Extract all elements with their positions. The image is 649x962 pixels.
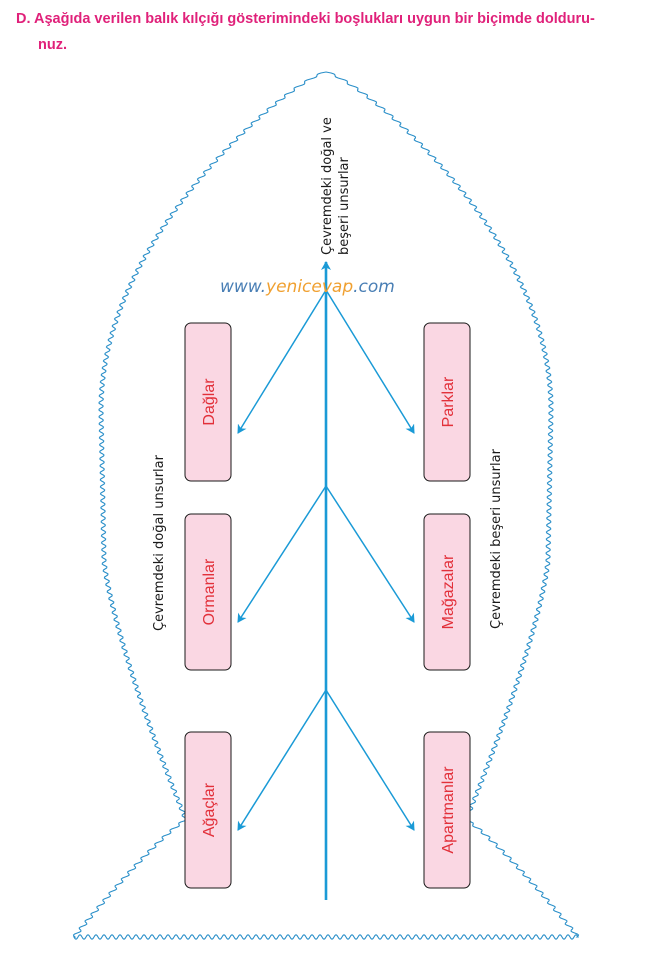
question-line2: nuz. (38, 37, 67, 53)
top-label: Çevremdeki doğal ve beşeri unsurlar (320, 113, 352, 255)
watermark: www.yenicevap.com (220, 277, 395, 297)
right-box-2: Mağazalar (423, 513, 471, 671)
left-box-1: Dağlar (184, 322, 232, 482)
watermark-highlight: yenicevap (265, 277, 353, 297)
watermark-pre: www. (220, 277, 266, 297)
branch-right-3 (325, 689, 415, 831)
branch-left-3 (237, 689, 327, 831)
question-text: D. Aşağıda verilen balık kılçığı gösteri… (16, 6, 636, 58)
branch-right-2 (325, 485, 415, 623)
right-box-1-text: Parklar (440, 376, 457, 427)
right-box-2-text: Mağazalar (440, 554, 457, 629)
left-box-3: Ağaçlar (184, 731, 232, 889)
question-prefix: D. (16, 11, 31, 27)
fish-outline (72, 71, 580, 940)
right-side-label: Çevremdeki beşeri unsurlar (489, 448, 504, 629)
left-box-2: Ormanlar (184, 513, 232, 671)
watermark-post: .com (353, 277, 395, 297)
top-label-line2: beşeri unsurlar (337, 156, 352, 255)
right-box-1: Parklar (423, 322, 471, 482)
left-side-label: Çevremdeki doğal unsurlar (152, 454, 167, 631)
branch-left-2 (237, 485, 327, 623)
left-box-2-text: Ormanlar (201, 558, 218, 625)
question-line1: Aşağıda verilen balık kılçığı gösterimin… (34, 11, 595, 27)
left-box-1-text: Dağlar (201, 378, 218, 426)
top-label-line1: Çevremdeki doğal ve (320, 117, 335, 255)
right-box-3-text: Apartmanlar (440, 766, 457, 854)
branch-left-1 (237, 289, 327, 434)
branch-arrows (237, 289, 415, 831)
branch-right-1 (325, 289, 415, 434)
right-box-3: Apartmanlar (423, 731, 471, 889)
left-box-3-text: Ağaçlar (201, 782, 218, 837)
